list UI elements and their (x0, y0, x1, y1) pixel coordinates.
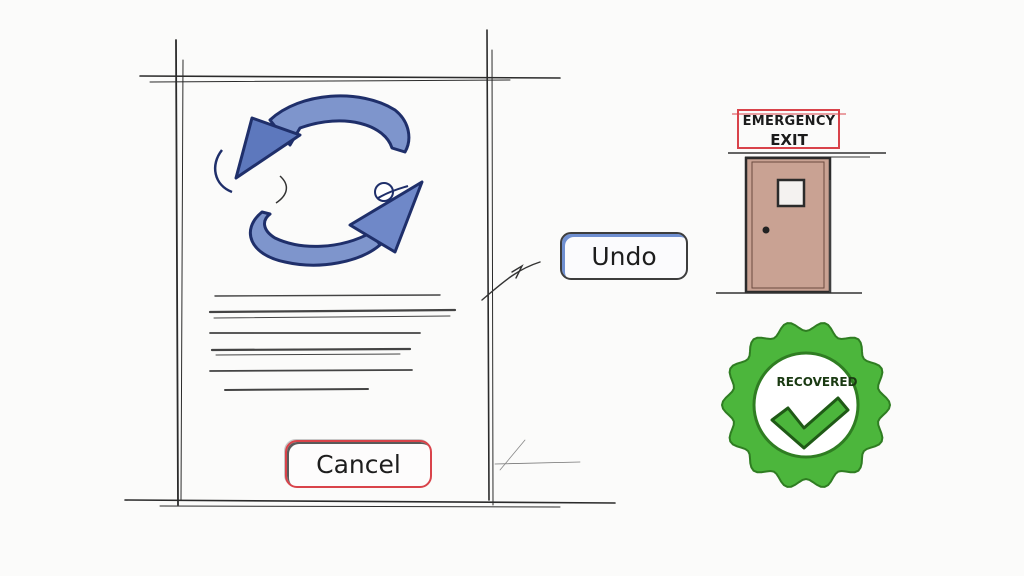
emergency-exit-door-icon (716, 109, 886, 294)
checkmark-icon (770, 396, 850, 450)
refresh-arrows-icon (213, 94, 424, 267)
text-placeholder-lines (208, 294, 457, 391)
connector-arrow-icon (481, 261, 541, 301)
exit-sign-line1: EMERGENCY (742, 114, 836, 129)
recovered-seal-badge (720, 322, 892, 488)
badge-label: RECOVERED (776, 375, 858, 389)
undo-button[interactable]: Undo (560, 232, 688, 280)
dialog-frame (124, 29, 616, 508)
exit-sign-line2: EXIT (770, 131, 808, 149)
cancel-button[interactable]: Cancel (285, 440, 432, 488)
